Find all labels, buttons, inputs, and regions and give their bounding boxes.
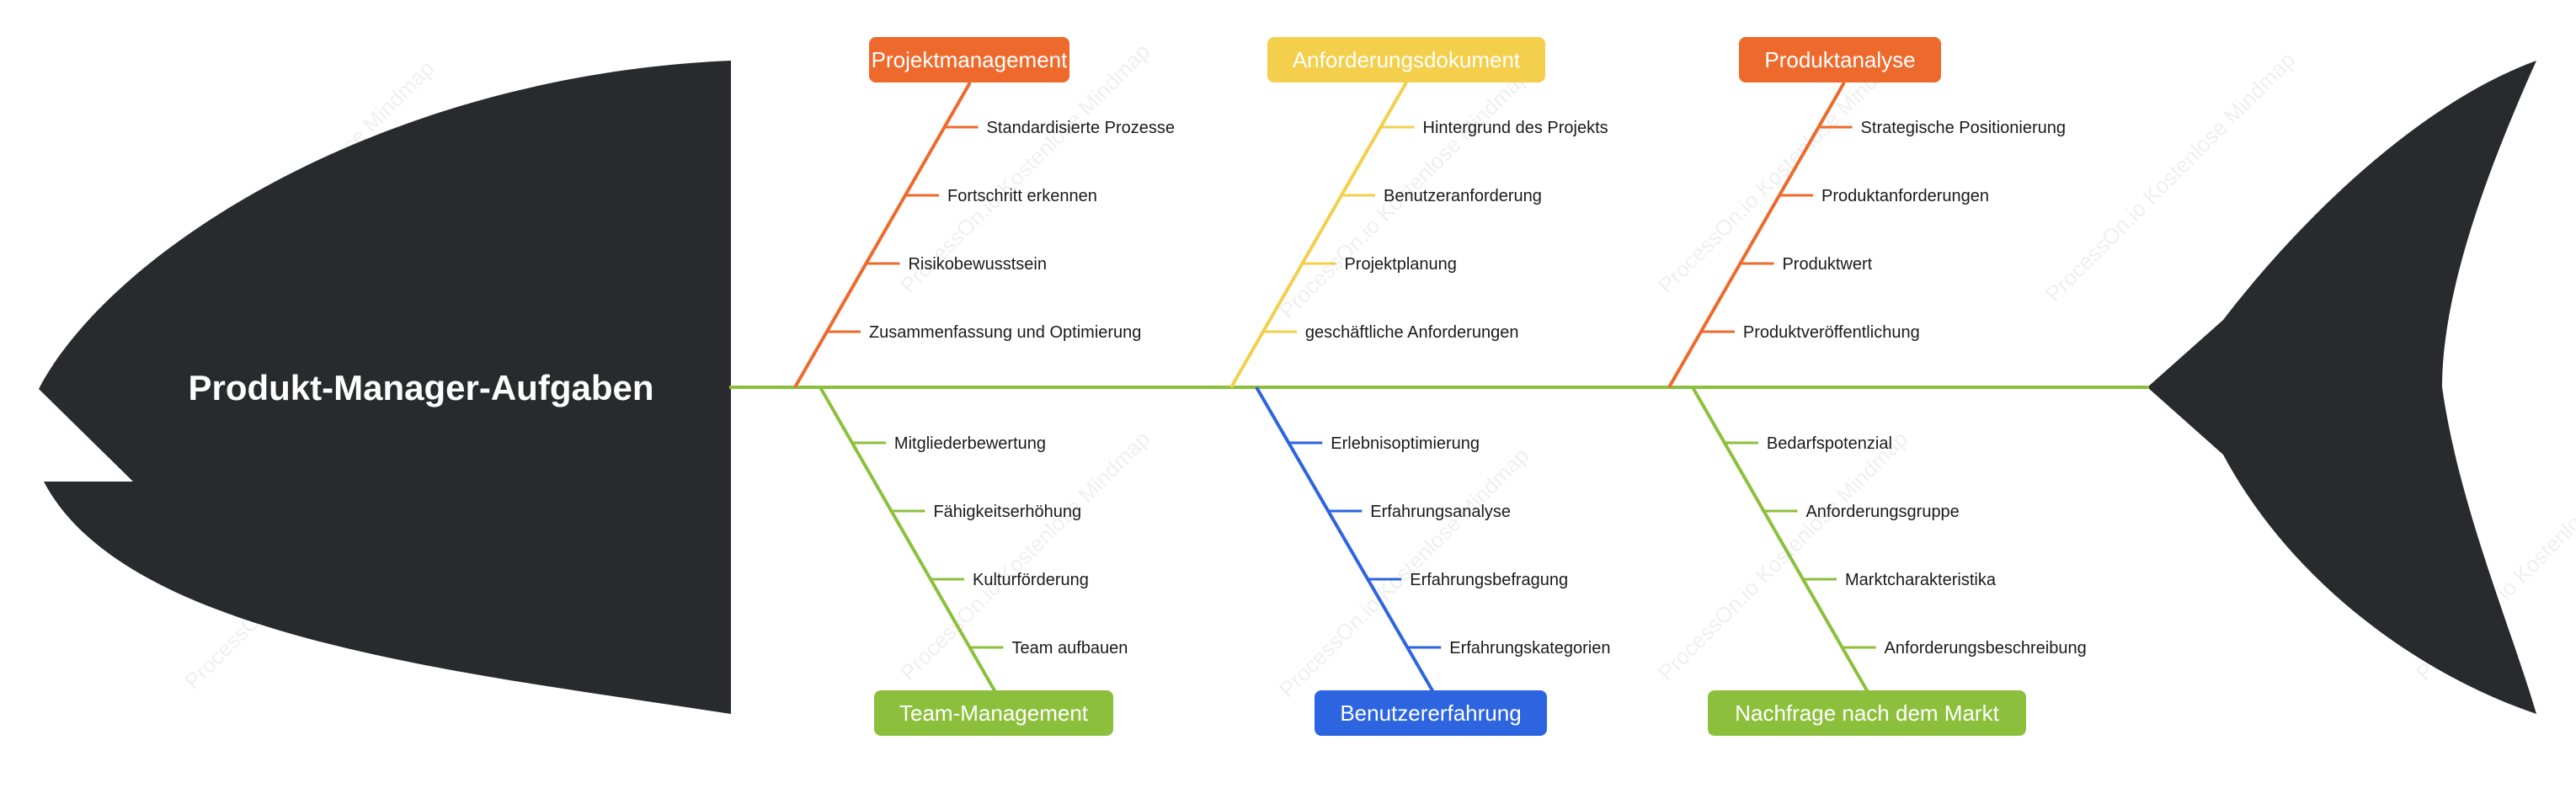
- bone-nachfrage-nach-dem-markt: BedarfspotenzialAnforderungsgruppeMarktc…: [1691, 386, 2087, 736]
- branch-label: Risikobewusstsein: [908, 255, 1047, 274]
- bone-line: [1691, 386, 1869, 693]
- branch-label: geschäftliche Anforderungen: [1305, 323, 1519, 342]
- branch-label: Erfahrungsanalyse: [1370, 503, 1511, 521]
- branch-label: Marktcharakteristika: [1845, 571, 1997, 589]
- branch-label: Produktanforderungen: [1821, 187, 1989, 205]
- category-label: Anforderungsdokument: [1293, 47, 1521, 72]
- branch-label: Bedarfspotenzial: [1767, 434, 1892, 453]
- branch-label: Erfahrungskategorien: [1449, 639, 1610, 658]
- branch-label: Strategische Positionierung: [1861, 119, 2066, 137]
- branch-label: Benutzeranforderung: [1384, 187, 1542, 205]
- category-label: Nachfrage nach dem Markt: [1735, 700, 1999, 726]
- branch-label: Erlebnisoptimierung: [1331, 434, 1480, 453]
- bone-line: [1255, 386, 1435, 694]
- bone-line: [1667, 82, 1846, 388]
- branch-label: Erfahrungsbefragung: [1410, 571, 1568, 589]
- fish-head: [39, 61, 731, 714]
- branch-label: Standardisierte Prozesse: [987, 119, 1175, 137]
- branch-label: Zusammenfassung und Optimierung: [869, 323, 1142, 342]
- watermark-text: ProcessOn.io Kostenlose Mindmap: [2040, 47, 2300, 306]
- category-label: Produktanalyse: [1764, 47, 1915, 72]
- fish-tail: [2147, 61, 2536, 714]
- category-box: [1739, 37, 1941, 83]
- bone-produktanalyse: Strategische PositionierungProduktanford…: [1667, 37, 2066, 388]
- category-box: [1708, 690, 2026, 736]
- branch-label: Mitgliederbewertung: [894, 434, 1046, 453]
- bone-anforderungsdokument: Hintergrund des ProjektsBenutzeranforder…: [1229, 37, 1608, 388]
- category-box: [1267, 37, 1545, 83]
- category-box: [1315, 690, 1547, 736]
- bone-line: [819, 386, 997, 693]
- branch-label: Team aufbauen: [1012, 639, 1128, 658]
- branch-label: Anforderungsgruppe: [1805, 503, 1959, 521]
- category-label: Benutzererfahrung: [1340, 700, 1521, 726]
- branch-label: Fortschritt erkennen: [947, 187, 1097, 205]
- category-label: Team-Management: [899, 700, 1089, 726]
- bone-line: [793, 82, 972, 388]
- category-label: Projektmanagement: [872, 47, 1068, 72]
- branch-label: Fähigkeitserhöhung: [933, 503, 1081, 521]
- branch-label: Projektplanung: [1344, 255, 1456, 274]
- bone-team-management: MitgliederbewertungFähigkeitserhöhungKul…: [819, 386, 1128, 736]
- branch-label: Produktwert: [1782, 255, 1872, 274]
- bone-benutzererfahrung: ErlebnisoptimierungErfahrungsanalyseErfa…: [1255, 386, 1610, 736]
- category-box: [869, 37, 1069, 83]
- branch-label: Hintergrund des Projekts: [1423, 119, 1608, 137]
- diagram-title: Produkt-Manager-Aufgaben: [188, 368, 653, 407]
- category-box: [874, 690, 1113, 736]
- branch-label: Anforderungsbeschreibung: [1885, 639, 2087, 658]
- bone-line: [1229, 82, 1408, 388]
- branch-label: Produktveröffentlichung: [1743, 323, 1920, 342]
- branch-label: Kulturförderung: [973, 571, 1089, 589]
